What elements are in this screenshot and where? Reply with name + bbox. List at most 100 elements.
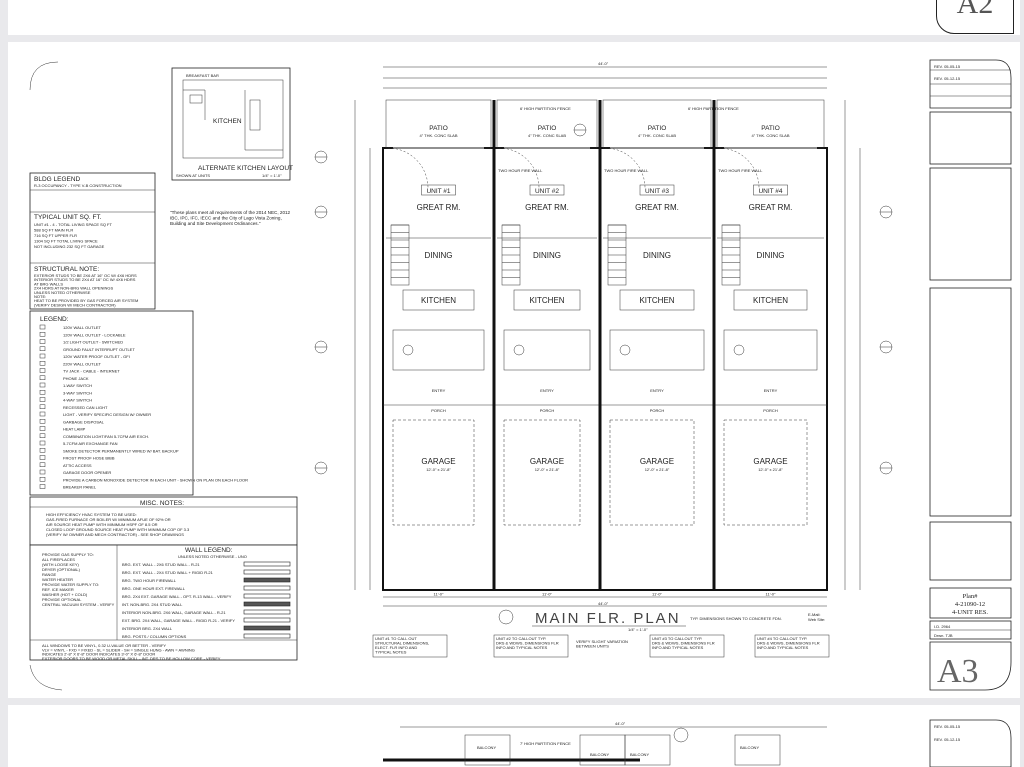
- wall-pattern-swatch: [243, 609, 291, 615]
- wall-legend-item: BRG. 2X4 EXT. GARAGE WALL - OPT. R-13 WA…: [122, 594, 232, 599]
- sqft-line: UNIT #1 - 4 - TOTAL LIVING SPACE SQ FT: [34, 222, 113, 227]
- revision-1: REV. 05-05-15: [934, 724, 961, 729]
- structural-line: 2X4 HDRS AT NON-BRG WALL OPENINGS: [34, 286, 113, 291]
- plan-number: 4-21090-12: [955, 601, 985, 608]
- legend-symbol-icon: [39, 440, 46, 446]
- callout-text: UNIT #3 TO CALLOUT TYP.DRS & WDWS, DIMEN…: [652, 636, 715, 650]
- legend-item: 3-WAY SWITCH: [63, 390, 92, 395]
- great-room-label: GREAT RM.: [525, 203, 569, 212]
- legend-item: GROUND FAULT INTERRUPT OUTLET: [63, 347, 135, 352]
- revision-1: REV. 05-05-15: [934, 64, 961, 69]
- misc-note-line: AIR SOURCE HEAT PUMP WITH MINIMUM HSPF O…: [46, 522, 158, 527]
- id-label: I.D. 2964: [934, 624, 951, 629]
- legend-title: LEGEND:: [40, 316, 69, 323]
- legend-item: HEAT LAMP: [63, 427, 86, 432]
- wall-footer-line: INDICATES 2'-8" X 6'-8" DOOR INDICATES 3…: [42, 652, 155, 657]
- wall-pattern-swatch: [243, 585, 291, 591]
- unit-label-box: [421, 184, 456, 196]
- balcony-label: BALCONY: [477, 745, 496, 750]
- wall-pattern-swatch: [243, 601, 291, 607]
- unit-label-box: [639, 184, 675, 196]
- wall-footer-line: VLV = VINYL - FXD = FIXED - SL = SLIDER …: [42, 647, 195, 652]
- wall-legend-item: INTERIOR NON-BRG. 2X6 WALL, GARAGE WALL …: [122, 610, 226, 615]
- legend-item: RECESSED CAN LIGHT: [63, 405, 108, 410]
- firewall-label: TWO HOUR FIRE WALL: [718, 168, 763, 173]
- firewall-label: TWO HOUR FIRE WALL: [604, 168, 649, 173]
- unit-label-box: [753, 184, 788, 196]
- wall-legend-item: BRG. ONE HOUR EXT. FIREWALL: [122, 586, 186, 591]
- plan-title: MAIN FLR. PLAN: [535, 610, 681, 627]
- plan-drawing: BREAKFAST BAR KITCHEN ALTERNATE KITCHEN …: [29, 59, 1012, 691]
- misc-note-line: HIGH EFFICIENCY HVAC SYSTEM TO BE USED:: [46, 512, 137, 517]
- section-marker-icon: [498, 609, 514, 625]
- wall-legend-item: BRG. EXT. WALL - 2X6 STUD WALL - R-21: [122, 562, 200, 567]
- unit-dim: 11'-0": [652, 592, 662, 597]
- alternate-kitchen-note: SHOWN AT UNITS: [176, 173, 210, 178]
- wall-pattern-swatch: [243, 593, 291, 599]
- legend-symbol-icon: [39, 368, 46, 373]
- entry-label: ENTRY: [650, 388, 664, 393]
- wall-footer-line: EXTERIOR DOORS TO BE WOOD OR METAL SKILL…: [42, 656, 221, 661]
- breakfast-bar-label: BREAKFAST BAR: [186, 73, 219, 78]
- unit-label: UNIT #3: [645, 188, 669, 195]
- legend-symbol-icon: [39, 426, 46, 431]
- garage-label: GARAGE: [753, 457, 787, 466]
- bldg-legend: BLDG LEGEND R-3 OCCUPANCY - TYPE V-B CON…: [29, 172, 156, 310]
- supply-note-line: CENTRAL VACUUM SYSTEM - VERIFY: [42, 602, 115, 607]
- drawn-label: Drwn. TJB: [934, 633, 953, 638]
- wall-legend-title: WALL LEGEND:: [185, 547, 233, 554]
- legend-symbol-icon: [39, 477, 46, 482]
- alternate-kitchen-scale: 1/4" = 1'-0": [262, 173, 282, 178]
- garage-size: 12'-0" x 21'-8": [645, 467, 670, 472]
- legend-item: 1/2 LIGHT OUTLET - SWITCHED: [63, 340, 123, 345]
- legend-symbol-icon: [39, 390, 46, 395]
- supply-note-line: WASHER (HOT + COLD): [42, 592, 88, 597]
- legend-symbol-icon: [39, 375, 46, 380]
- supply-note-line: PROVIDE GAS SUPPLY TO:: [42, 552, 94, 557]
- revision-2: REV. 05-12-15: [934, 76, 961, 81]
- great-room-label: GREAT RM.: [749, 203, 793, 212]
- patio-slab-note: 4" THK. CONC SLAB: [638, 133, 676, 138]
- dining-label: DINING: [757, 251, 785, 260]
- revision-2: REV. 05-12-15: [934, 737, 961, 742]
- legend-item: SMOKE DETECTOR PERMANENTLY WIRED W/ BAT.…: [63, 448, 179, 453]
- dining-label: DINING: [425, 251, 453, 260]
- misc-notes: MISC. NOTES: HIGH EFFICIENCY HVAC SYSTEM…: [29, 496, 298, 546]
- sheet-number-a2: A2: [936, 0, 1014, 34]
- legend-symbol-icon: [39, 361, 46, 366]
- supply-note-line: REF. ICE MAKER: [42, 587, 74, 592]
- porch-label: PORCH: [540, 408, 555, 413]
- entry-label: ENTRY: [540, 388, 554, 393]
- wall-footer-line: ALL WINDOWS TO BE VINYL, 0.32 U-VALUE OR…: [42, 643, 166, 648]
- legend-item: 4-WAY SWITCH: [63, 398, 92, 403]
- plan-sheet-a3: BREAKFAST BAR KITCHEN ALTERNATE KITCHEN …: [8, 42, 1020, 698]
- legend-symbol-icon: [39, 419, 46, 424]
- garage-label: GARAGE: [640, 457, 674, 466]
- great-room-label: GREAT RM.: [635, 203, 679, 212]
- unit-label: UNIT #1: [426, 188, 450, 195]
- legend-symbol-icon: [39, 433, 46, 438]
- kitchen-label: KITCHEN: [753, 296, 788, 305]
- callout-box: [649, 634, 725, 658]
- legend-item: 5-7CFM AIR EXCHANGE FAN: [63, 441, 118, 446]
- sqft-line: 1304 SQ FT TOTAL LIVING SPACE: [34, 239, 98, 244]
- wall-legend-item: BRG. EXT. WALL - 2X4 STUD WALL + RIGID R…: [122, 570, 214, 575]
- supply-note-line: WATER HEATER: [42, 577, 73, 582]
- unit-dim: 11'-0": [434, 592, 444, 597]
- legend-item: FROST PROOF HOSE BIBB: [63, 456, 115, 461]
- garage-label: GARAGE: [421, 457, 455, 466]
- misc-note-line: (VERIFY W/ OWNER AND MECH CONTRACTOR) - …: [46, 532, 184, 537]
- sheet-number-a3: A3: [937, 653, 979, 690]
- sqft-line: NOT INCLUDING 232 SQ FT GARAGE: [34, 244, 105, 249]
- wall-pattern-swatch: [243, 561, 291, 567]
- patio-label: PATIO: [429, 125, 448, 132]
- alternate-kitchen-title: ALTERNATE KITCHEN LAYOUT: [198, 165, 293, 172]
- wall-pattern-swatch: [243, 633, 291, 639]
- fence-label: 6' HIGH PARTITION FENCE: [688, 106, 739, 111]
- legend-symbol-icon: [39, 397, 46, 402]
- balcony-label: BALCONY: [630, 752, 649, 757]
- legend-item: PHONE JACK: [63, 376, 89, 381]
